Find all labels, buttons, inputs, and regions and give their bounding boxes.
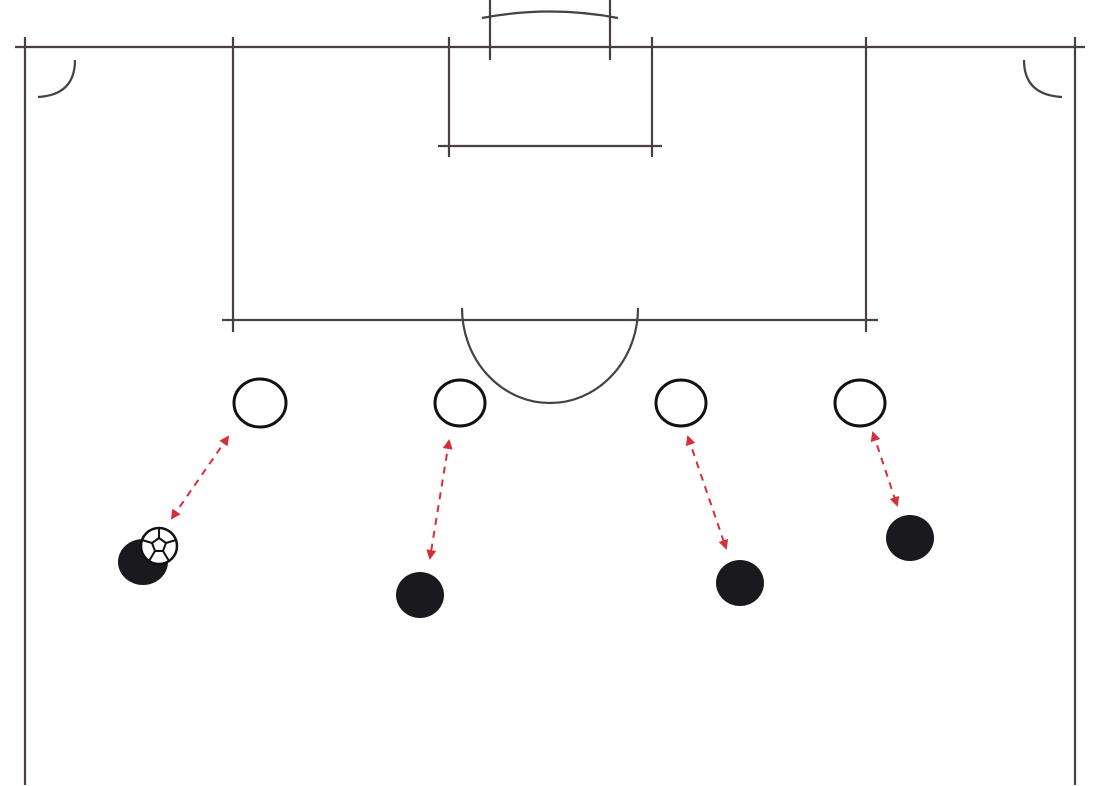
penalty-arc: [460, 307, 640, 405]
soccer-ball-icon: [139, 526, 179, 566]
right-corner-arc: [1022, 59, 1063, 99]
attacker: [886, 515, 934, 561]
marking-arrow: [685, 435, 729, 550]
pitch-lines: [15, 0, 1085, 785]
marking-arrow: [426, 439, 453, 560]
attacker: [396, 572, 444, 618]
goal-crossbar: [481, 10, 619, 20]
defenders: [232, 377, 887, 429]
attacker: [716, 560, 764, 606]
marking-arrow: [870, 431, 900, 507]
defender: [833, 378, 887, 428]
defender: [654, 378, 708, 428]
defender: [232, 377, 288, 429]
marking-arrow: [170, 435, 230, 520]
marking-arrows: [170, 431, 900, 560]
defender: [433, 378, 487, 428]
left-corner-arc: [37, 59, 77, 99]
attackers: [118, 515, 934, 618]
